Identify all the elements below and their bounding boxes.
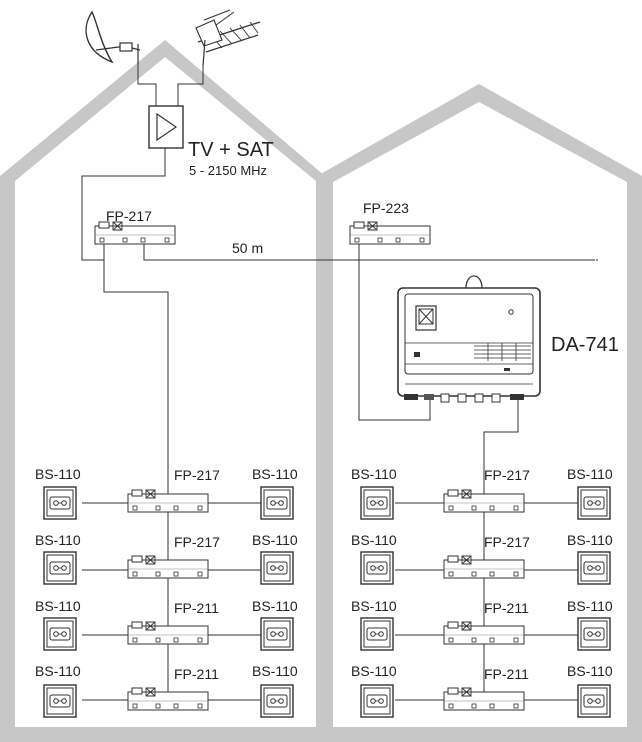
outlet-icon	[260, 551, 294, 585]
splitter-label: FP-211	[174, 600, 219, 616]
outlet-label: BS-110	[567, 532, 613, 548]
outlet-label: BS-110	[351, 598, 397, 614]
outlet-label: BS-110	[252, 532, 298, 548]
outlet-icon	[577, 617, 611, 651]
outlet-label: BS-110	[35, 598, 81, 614]
outlet-icon	[577, 684, 611, 718]
outlet-icon	[43, 551, 77, 585]
splitter-label: FP-217	[174, 467, 220, 483]
outlet-icon	[360, 551, 394, 585]
outlet-label: BS-110	[35, 663, 81, 679]
splitter-label: FP-211	[484, 666, 529, 682]
outlet-label: BS-110	[35, 532, 81, 548]
outlet-label: BS-110	[252, 466, 298, 482]
outlet-label: BS-110	[351, 466, 397, 482]
splitter-label: FP-217	[484, 534, 530, 550]
outlet-icon	[360, 486, 394, 520]
outlet-label: BS-110	[35, 466, 81, 482]
outlet-label: BS-110	[567, 663, 613, 679]
right-floor-1: BS-110 BS-110 FP-217	[351, 466, 613, 520]
left-floor-4: BS-110 BS-110 FP-211	[35, 644, 298, 718]
outlet-icon	[43, 684, 77, 718]
outlet-icon	[577, 486, 611, 520]
outlet-label: BS-110	[351, 532, 397, 548]
outlet-icon	[360, 617, 394, 651]
left-floor-3: BS-110 BS-110 FP-211	[35, 578, 298, 651]
outlet-label: BS-110	[252, 598, 298, 614]
splitter-label: FP-217	[484, 467, 530, 483]
main-splitter-left-label: FP-217	[106, 208, 152, 224]
main-splitter-right-label: FP-223	[363, 200, 409, 216]
left-floor-2: BS-110 BS-110 FP-217	[35, 512, 298, 585]
satellite-dish-icon	[85, 10, 141, 64]
splitter-label: FP-217	[174, 534, 220, 550]
outlet-icon	[260, 617, 294, 651]
outlet-label: BS-110	[252, 663, 298, 679]
outlet-icon	[43, 617, 77, 651]
outlet-icon	[360, 684, 394, 718]
outlet-label: BS-110	[567, 466, 613, 482]
outlet-icon	[260, 486, 294, 520]
right-floor-4: BS-110 BS-110 FP-211	[351, 644, 613, 718]
amplifier-label: TV + SAT	[188, 139, 274, 161]
outlet-icon	[260, 684, 294, 718]
splitter-label: FP-211	[484, 600, 529, 616]
outlet-icon	[43, 486, 77, 520]
outlet-label: BS-110	[351, 663, 397, 679]
splitter-label: FP-211	[174, 666, 219, 682]
outlet-icon	[577, 551, 611, 585]
terrestrial-antenna-icon	[195, 9, 261, 67]
headend-amplifier	[148, 105, 184, 149]
right-floor-3: BS-110 BS-110 FP-211	[351, 578, 613, 651]
outlet-label: BS-110	[567, 598, 613, 614]
da741-amplifier	[397, 275, 541, 403]
frequency-label: 5 - 2150 MHz	[189, 163, 267, 178]
right-floor-2: BS-110 BS-110 FP-217	[351, 512, 613, 585]
da741-label: DA-741	[551, 334, 619, 356]
left-floor-1: BS-110 BS-110 FP-217	[35, 466, 298, 520]
cable-length-label: 50 m	[232, 240, 263, 256]
